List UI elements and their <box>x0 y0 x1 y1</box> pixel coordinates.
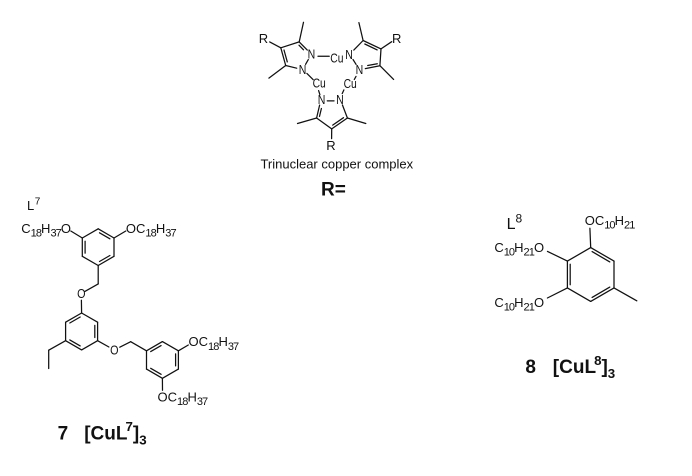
svg-text:C18H37O: C18H37O <box>21 221 71 240</box>
svg-text:N: N <box>308 47 316 62</box>
svg-text:[CuL8]3: [CuL8]3 <box>553 353 615 381</box>
svg-text:OC18H37: OC18H37 <box>189 334 240 353</box>
svg-text:N: N <box>318 92 326 107</box>
svg-text:O: O <box>77 286 85 301</box>
svg-text:OC18H37: OC18H37 <box>126 221 177 240</box>
svg-text:8: 8 <box>525 357 536 378</box>
svg-text:Cu: Cu <box>344 76 357 91</box>
svg-text:Cu: Cu <box>313 76 326 91</box>
svg-text:C10H21O: C10H21O <box>494 240 544 259</box>
svg-text:N: N <box>299 62 307 77</box>
svg-text:Cu: Cu <box>330 50 343 65</box>
svg-text:[CuL7]3: [CuL7]3 <box>84 419 146 447</box>
svg-text:R: R <box>392 31 401 46</box>
svg-text:R: R <box>259 31 268 46</box>
svg-text:N: N <box>336 92 344 107</box>
svg-text:O: O <box>110 343 118 358</box>
svg-text:L8: L8 <box>507 212 523 233</box>
svg-text:N: N <box>345 47 353 62</box>
svg-text:OC10H21: OC10H21 <box>585 213 636 232</box>
svg-text:N: N <box>356 62 364 77</box>
svg-text:Trinuclear copper complex: Trinuclear copper complex <box>260 157 413 172</box>
svg-text:R: R <box>326 138 335 153</box>
svg-text:L7: L7 <box>27 196 41 213</box>
svg-text:R=: R= <box>321 179 346 200</box>
svg-text:7: 7 <box>58 424 69 445</box>
svg-text:C10H21O: C10H21O <box>494 295 544 314</box>
svg-text:OC18H37: OC18H37 <box>158 389 209 408</box>
